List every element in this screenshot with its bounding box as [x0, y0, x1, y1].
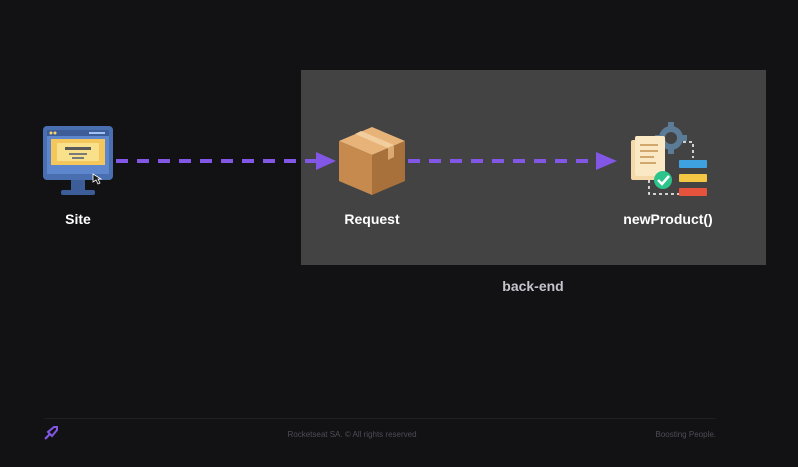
edge-site-to-request-arrowhead: [316, 152, 336, 170]
document-icon: [631, 136, 665, 180]
package-box-icon: [337, 125, 407, 202]
edge-request-to-newproduct-arrowhead: [596, 152, 617, 170]
footer-divider: [44, 418, 716, 419]
footer-tagline: Boosting People.: [655, 430, 717, 439]
request-label: Request: [344, 211, 400, 227]
process-flow-icon: [629, 122, 711, 209]
site-label: Site: [65, 211, 91, 227]
monitor-icon: [43, 126, 113, 203]
check-icon: [654, 171, 672, 189]
backend-group-label: back-end: [502, 278, 564, 294]
newproduct-label: newProduct(): [623, 211, 713, 227]
rocket-logo-icon: [44, 426, 58, 445]
footer-copyright: Rocketseat SA. © All rights reserved: [287, 430, 417, 439]
